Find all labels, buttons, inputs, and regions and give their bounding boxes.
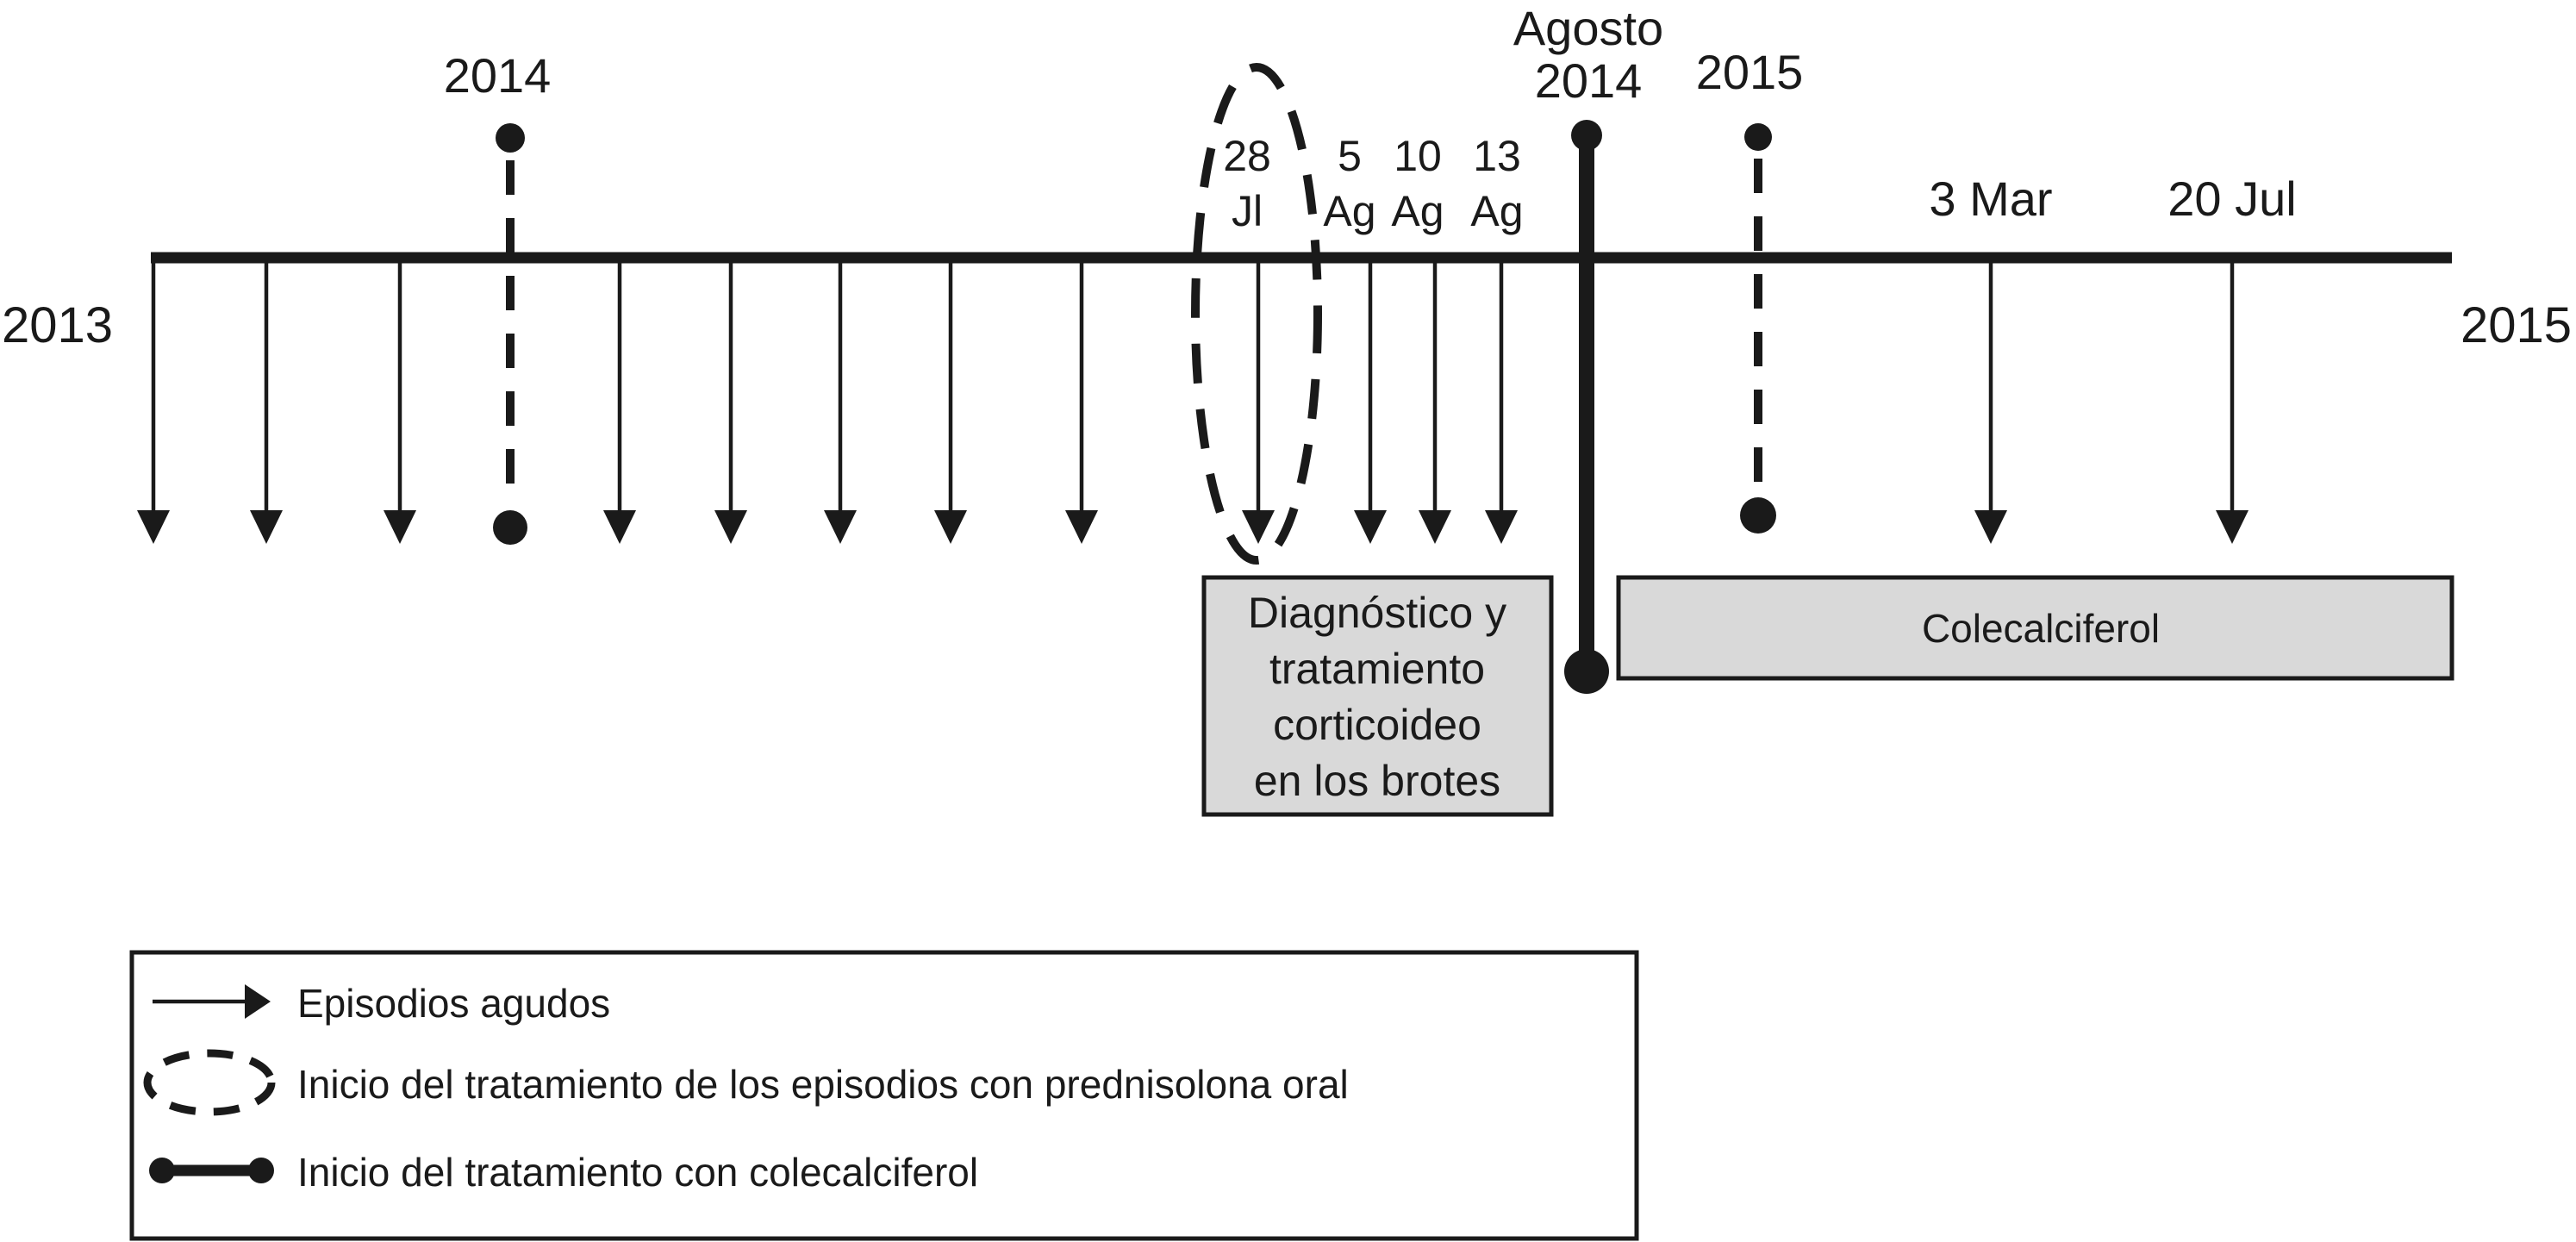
episode-arrow (1065, 258, 1098, 544)
date-label-day: 28 (1223, 132, 1271, 180)
episode-arrow (1419, 258, 1451, 544)
prednisolone-highlight-ellipse (1191, 63, 1322, 565)
date-label-day: 10 (1394, 132, 1442, 180)
episode-arrowhead (137, 510, 170, 544)
episode-arrow (1485, 258, 1518, 544)
colecalciferol-box-label: Colecalciferol (1922, 606, 2160, 651)
episode-arrowhead (1419, 510, 1451, 544)
episode-arrow (934, 258, 967, 544)
date-label-month: Ag (1470, 187, 1523, 235)
late-date-labels: 3 Mar 20 Jul (1929, 172, 2296, 226)
marker-2014-label: 2014 (444, 48, 552, 103)
date-label-day: 13 (1473, 132, 1521, 180)
colecalciferol-box-rect (1616, 575, 2454, 681)
episode-arrowhead (1485, 510, 1518, 544)
legend-item-colecalciferol: Inicio del tratamiento con colecalcifero… (149, 1150, 978, 1195)
marker-2014-bottom-dot (493, 510, 527, 545)
legend-item-prednisolona: Inicio del tratamiento de los episodios … (143, 1049, 1349, 1116)
episode-arrow (2216, 258, 2249, 544)
diagnosis-box-line: corticoideo (1273, 701, 1481, 749)
episode-arrowhead (1974, 510, 2007, 544)
episode-arrowhead (1065, 510, 1098, 544)
episode-arrow (250, 258, 283, 544)
episode-arrowhead (2216, 510, 2249, 544)
late-date-label: 20 Jul (2167, 172, 2296, 226)
colecalciferol-start-bottom-dot (1564, 649, 1609, 694)
episode-arrowhead (603, 510, 636, 544)
episode-arrow (1242, 258, 1275, 544)
date-labels: 28 Jl 5 Ag 10 Ag 13 Ag (1223, 132, 1523, 235)
episode-arrow (603, 258, 636, 544)
marker-2015: 2015 (1696, 45, 1804, 534)
episode-arrowhead (250, 510, 283, 544)
episode-arrow (137, 258, 170, 544)
diagnosis-box-line: tratamiento (1269, 645, 1485, 693)
episode-arrowhead (1354, 510, 1387, 544)
episode-arrow (1354, 258, 1387, 544)
episode-arrowhead (1242, 510, 1275, 544)
diagnosis-box-line: en los brotes (1254, 757, 1500, 805)
late-date-label: 3 Mar (1929, 172, 2052, 226)
marker-2014: 2014 (444, 48, 552, 545)
diagnosis-box-rect (1201, 575, 1554, 817)
legend-item-label: Episodios agudos (297, 981, 610, 1026)
legend-item-label: Inicio del tratamiento de los episodios … (297, 1062, 1349, 1107)
date-label-month: Ag (1323, 187, 1375, 235)
legend-item-label: Inicio del tratamiento con colecalcifero… (297, 1150, 978, 1195)
episode-arrowhead (384, 510, 416, 544)
marker-2015-top-dot (1744, 123, 1772, 151)
year-end-label: 2015 (2461, 297, 2572, 353)
agosto-label-line2: 2014 (1535, 53, 1643, 108)
episode-arrow (1974, 258, 2007, 544)
episode-arrows-layer (137, 258, 2249, 544)
diagnosis-box: Diagnóstico y tratamiento corticoideo en… (1201, 575, 1554, 817)
legend: Episodios agudos Inicio del tratamiento … (129, 950, 1639, 1241)
legend-border (129, 950, 1639, 1241)
colecalciferol-start-top-dot (1571, 120, 1602, 151)
date-label-month: Ag (1391, 187, 1444, 235)
episode-arrow (824, 258, 857, 544)
episode-arrowhead (934, 510, 967, 544)
year-start-label: 2013 (2, 297, 113, 353)
episode-arrow (714, 258, 747, 544)
colecalciferol-box: Colecalciferol (1616, 575, 2454, 681)
date-label-month: Jl (1232, 187, 1263, 235)
agosto-label-line1: Agosto (1513, 1, 1663, 55)
legend-left-dot-icon (149, 1158, 175, 1183)
episode-arrowhead (824, 510, 857, 544)
marker-2015-bottom-dot (1740, 497, 1776, 534)
legend-right-dot-icon (248, 1158, 274, 1183)
episode-arrow (384, 258, 416, 544)
legend-item-episodes: Episodios agudos (153, 981, 610, 1026)
marker-agosto-2014: Agosto 2014 (1513, 1, 1663, 694)
marker-2014-top-dot (496, 123, 525, 153)
legend-dashed-ellipse-icon (143, 1049, 276, 1116)
diagnosis-box-line: Diagnóstico y (1248, 589, 1506, 637)
date-label-day: 5 (1338, 132, 1362, 180)
marker-2015-label: 2015 (1696, 45, 1804, 99)
legend-arrowhead-icon (245, 984, 271, 1019)
episode-arrowhead (714, 510, 747, 544)
